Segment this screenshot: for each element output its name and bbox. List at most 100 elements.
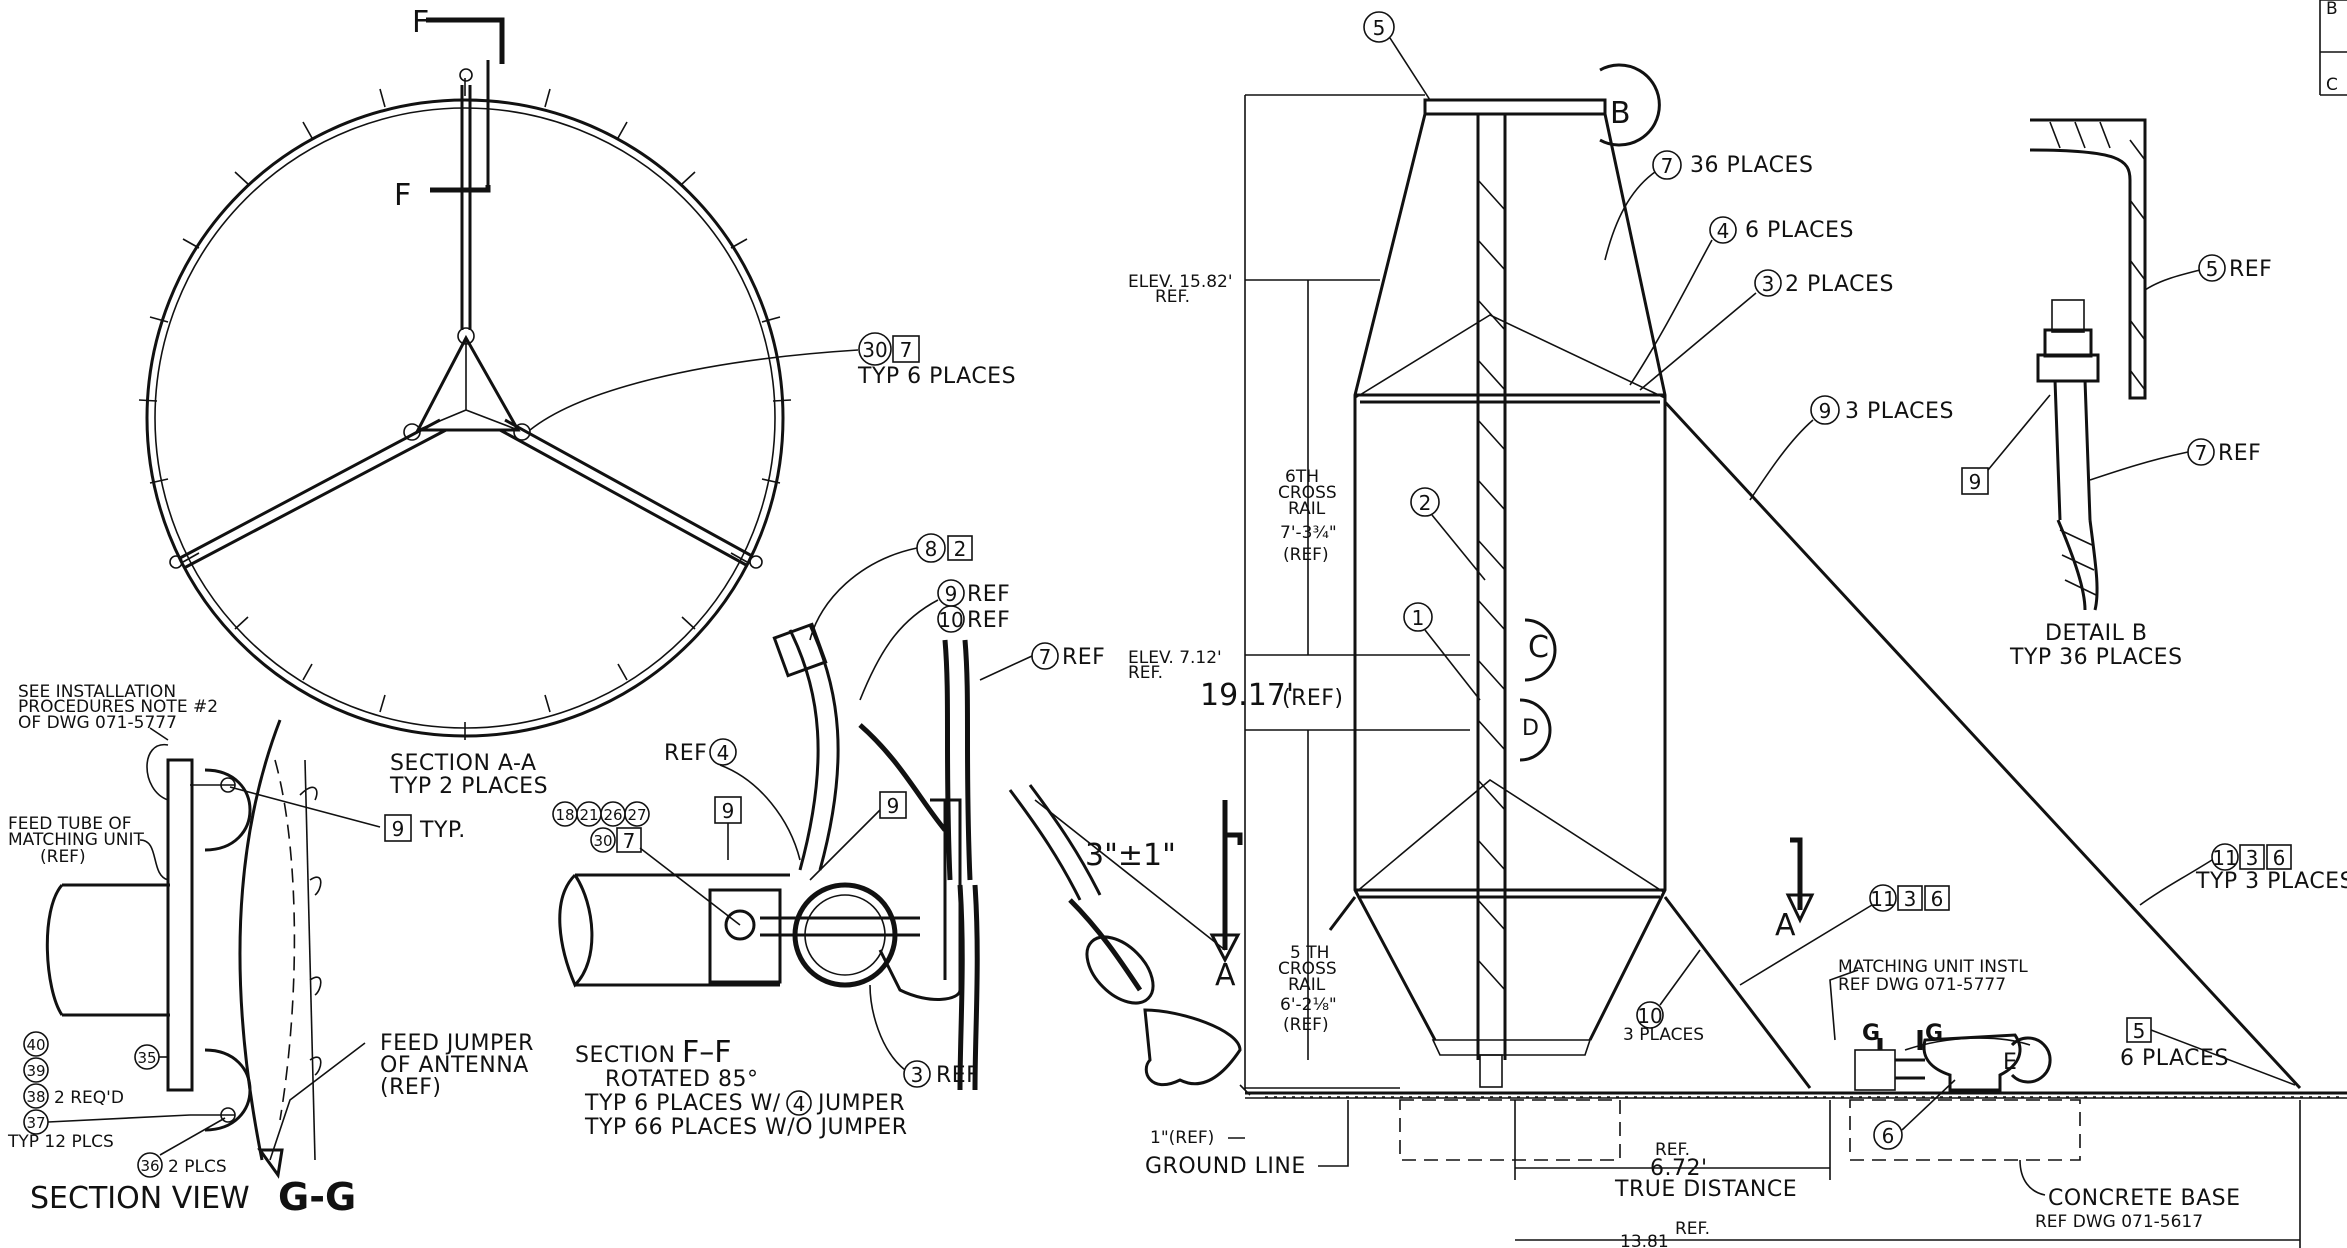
balloon-30: 30 (862, 338, 887, 362)
balloon-10-ref: 10 (938, 608, 963, 632)
note-installation-2: PROCEDURES NOTE #2 (18, 697, 218, 717)
zone-c: C (2326, 75, 2338, 95)
cut-label-f-top: F (412, 5, 429, 40)
height-19-17: 19.17' (1200, 678, 1294, 713)
label-typ-3-places: TYP 3 PLACES (2195, 869, 2347, 894)
balloon-7-ref: 7 (1039, 645, 1052, 669)
balloon-39: 39 (26, 1062, 45, 1080)
box-3-mid: 3 (1904, 887, 1917, 911)
label-9-ref: REF (967, 582, 1010, 607)
box-3-right: 3 (2246, 846, 2259, 870)
label-typ: TYP. (419, 818, 466, 843)
label-2-plcs: 2 PLCS (168, 1157, 227, 1177)
balloon-40: 40 (26, 1036, 45, 1054)
box-5: 5 (2133, 1019, 2146, 1043)
balloon-38: 38 (26, 1088, 45, 1106)
rail-6-5: (REF) (1283, 545, 1329, 565)
rail-5-3: RAIL (1288, 975, 1326, 995)
rail-5-5: (REF) (1283, 1015, 1329, 1035)
detail-b-subtitle: TYP 36 PLACES (2009, 645, 2183, 670)
balloon-3-ref: 3 (911, 1063, 924, 1087)
elev-7-12: ELEV. 7.12' (1128, 648, 1222, 668)
balloon-5-top: 5 (1373, 16, 1386, 40)
balloon-4-tower: 4 (1717, 219, 1730, 243)
tower-elevation-view: A B C D 5 2 1 7 36 PLACES 4 6 PLACES 3 2… (1128, 11, 2347, 1248)
ring-ticks (138, 78, 792, 740)
balloon-30-ff: 30 (593, 832, 612, 850)
elev-15-82-ref: REF. (1155, 287, 1190, 307)
section-a-a-view: F F 30 7 TYP 6 PLACES SECTION A-A TYP 2 … (138, 5, 1016, 799)
one-inch-ref: 1"(REF) (1150, 1128, 1214, 1148)
rail-6-2: CROSS (1278, 483, 1337, 503)
outer-ring (145, 98, 785, 738)
elev-15-82: ELEV. 15.82' (1128, 272, 1233, 292)
section-f-f-rotated: ROTATED 85° (605, 1067, 758, 1092)
zone-b: B (2326, 0, 2338, 19)
balloon-18: 18 (555, 806, 574, 824)
label-36-places: 36 PLACES (1690, 153, 1813, 178)
balloon-11-right: 11 (2212, 846, 2237, 870)
detail-b-title: DETAIL B (2045, 621, 2147, 646)
feed-jumper-label-1: FEED JUMPER (380, 1031, 534, 1056)
dim-3-inch: 3"±1" (1085, 838, 1176, 873)
detail-tag-d: D (1522, 716, 1539, 741)
balloon-1: 1 (1412, 606, 1425, 630)
box-9: 9 (722, 799, 735, 823)
box-7: 7 (900, 338, 913, 362)
balloon-27: 27 (627, 806, 646, 824)
balloon-2: 2 (1419, 491, 1432, 515)
detail-tag-b: B (1610, 96, 1631, 131)
elev-7-12-ref: REF. (1128, 663, 1163, 683)
label-typ-12-plcs: TYP 12 PLCS (7, 1132, 114, 1152)
box-9-b: 9 (887, 794, 900, 818)
concrete-base-2: REF DWG 071-5617 (2035, 1212, 2203, 1232)
rail-6-3: RAIL (1288, 499, 1326, 519)
note-installation-1: SEE INSTALLATION (18, 682, 176, 702)
feed-jumper-label-3: (REF) (380, 1075, 442, 1100)
detail-b-view: 5 REF 7 REF 9 DETAIL B TYP 36 PLACES (1961, 118, 2272, 670)
inner-ring (154, 107, 776, 729)
feed-tube-label-3: (REF) (40, 847, 86, 867)
label-7-ref-b: REF (2218, 441, 2261, 466)
label-2-places: 2 PLACES (1785, 272, 1894, 297)
dim-13-81-ref: REF. (1675, 1219, 1710, 1239)
cut-label-f: F (394, 178, 411, 213)
box-2: 2 (954, 537, 967, 561)
section-g-g-title-a: SECTION VIEW (30, 1181, 250, 1216)
balloon-21: 21 (579, 806, 598, 824)
section-f-f-note-a: TYP 6 PLACES W/ (584, 1091, 781, 1116)
label-5-6-places: 6 PLACES (2120, 1046, 2229, 1071)
label-6-places: 6 PLACES (1745, 218, 1854, 243)
rail-5-1: 5 TH (1290, 943, 1329, 963)
section-g-g-title-b: G-G (278, 1175, 356, 1219)
true-distance-label: TRUE DISTANCE (1614, 1177, 1797, 1202)
box-9-gg: 9 (392, 817, 405, 841)
section-a-a-title: SECTION A-A (390, 751, 537, 776)
label-7-ref: REF (1062, 645, 1105, 670)
balloon-8: 8 (925, 537, 938, 561)
label-10-3-places: 3 PLACES (1623, 1025, 1704, 1045)
section-f-f-note-2: TYP 66 PLACES W/O JUMPER (584, 1115, 908, 1140)
balloon-4: 4 (717, 741, 730, 765)
border-zone-markers: B C (2319, 0, 2347, 96)
balloon-7-36: 7 (1661, 154, 1674, 178)
feed-jumper-label-2: OF ANTENNA (380, 1053, 529, 1078)
matching-unit-1: MATCHING UNIT INSTL (1838, 957, 2028, 977)
balloon-4-ff: 4 (793, 1092, 806, 1116)
balloon-5-ref: 5 (2206, 257, 2219, 281)
balloon-37: 37 (26, 1114, 45, 1132)
section-view-g-g: 9 TYP. SEE INSTALLATION PROCEDURES NOTE … (7, 682, 534, 1219)
section-f-f-note-b: JUMPER (816, 1091, 905, 1116)
cut-label-g-left: G (1862, 1021, 1881, 1046)
section-a-a-subtitle: TYP 2 PLACES (389, 774, 548, 799)
balloon-35: 35 (137, 1049, 156, 1067)
balloon-6: 6 (1882, 1124, 1895, 1148)
matching-unit-2: REF DWG 071-5777 (1838, 975, 2006, 995)
ground-line-label: GROUND LINE (1145, 1154, 1306, 1179)
box-6-right: 6 (2273, 846, 2286, 870)
label-3-ref: REF (936, 1063, 979, 1088)
label-9-3-places: 3 PLACES (1845, 399, 1954, 424)
label-10-ref: REF (967, 608, 1010, 633)
box-6-mid: 6 (1931, 887, 1944, 911)
